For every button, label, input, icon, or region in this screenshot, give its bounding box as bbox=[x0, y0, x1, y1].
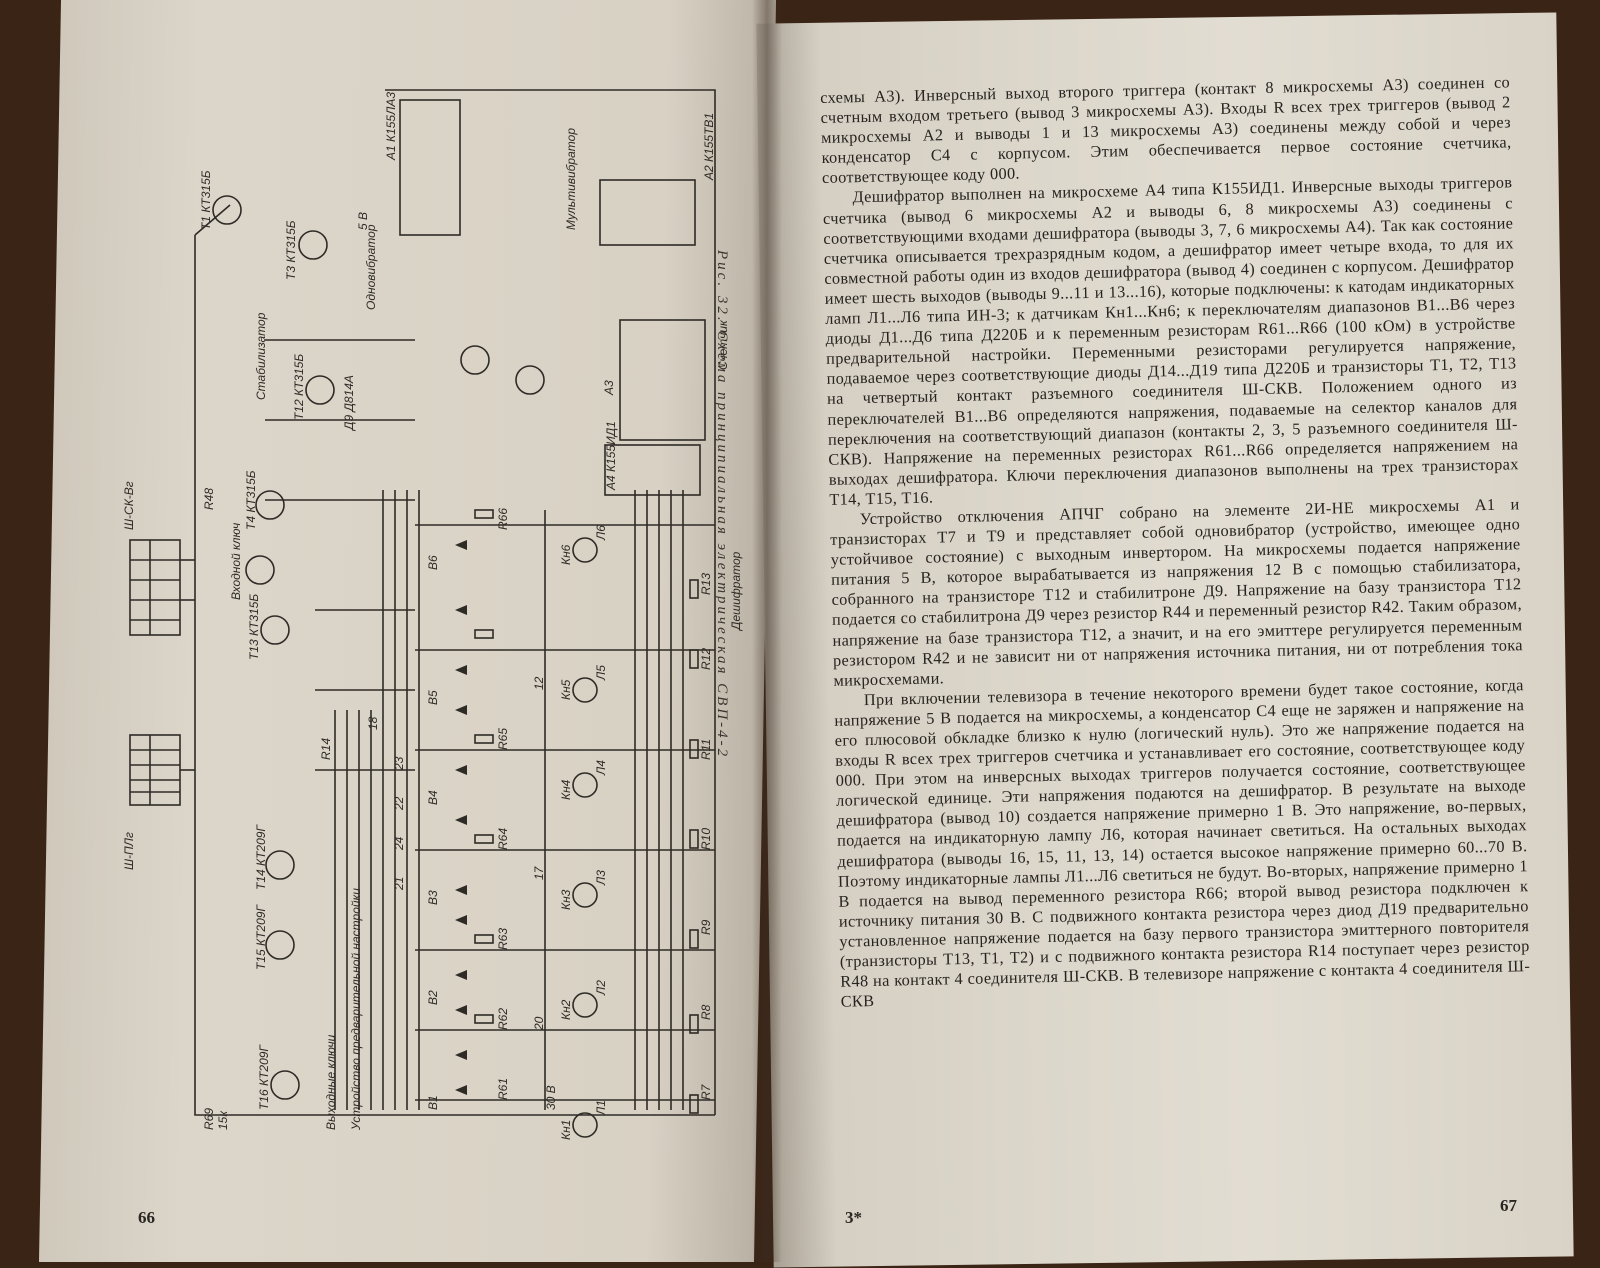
label-r69-value: 15к bbox=[216, 1110, 230, 1130]
label-r11: R11 bbox=[699, 739, 713, 760]
label-r7: R7 bbox=[699, 1083, 713, 1100]
label-l2: Л2 bbox=[594, 980, 608, 996]
book-gutter bbox=[752, 0, 782, 1262]
label-t16: Т16 КТ209Г bbox=[257, 1044, 271, 1110]
label-n21: 21 bbox=[392, 877, 406, 891]
label-r65: R65 bbox=[496, 728, 510, 750]
body-text: схемы А3). Инверсный выход второго тригг… bbox=[820, 72, 1535, 1187]
label-l4: Л4 bbox=[594, 760, 608, 776]
label-stabilizer: Стабилизатор bbox=[254, 312, 268, 400]
label-l5: Л5 bbox=[594, 665, 608, 681]
label-counter: Счетчик bbox=[716, 319, 730, 370]
label-r48: R48 bbox=[202, 488, 216, 510]
right-page-number: 67 bbox=[1500, 1196, 1517, 1215]
label-b3: В3 bbox=[426, 890, 440, 905]
label-r62: R62 bbox=[496, 1008, 510, 1030]
label-n12: 12 bbox=[532, 676, 546, 690]
label-d9: Д9 Д814А bbox=[342, 375, 356, 432]
schematic-svg: Ш-СК-Вг Ш-ПЛг Стабилизатор Входной ключ … bbox=[122, 89, 743, 1140]
label-b6: В6 bbox=[426, 555, 440, 570]
label-v30: 30 В bbox=[544, 1085, 558, 1110]
label-r66: R66 bbox=[496, 508, 510, 530]
label-t1: Т1 КТ315Б bbox=[199, 170, 213, 230]
label-l6: Л6 bbox=[594, 525, 608, 541]
label-n24: 24 bbox=[392, 836, 406, 851]
label-l1: Л1 bbox=[594, 1100, 608, 1116]
label-t3: Т3 КТ315Б bbox=[284, 220, 298, 280]
label-preset: Устройство предварительной настройки bbox=[349, 888, 363, 1131]
label-b1: В1 bbox=[426, 1095, 440, 1110]
label-b5: В5 bbox=[426, 690, 440, 705]
signature-mark: 3* bbox=[845, 1208, 862, 1227]
left-page-number: 66 bbox=[138, 1208, 155, 1227]
label-r12: R12 bbox=[699, 648, 713, 670]
label-t12: Т12 КТ315Б bbox=[292, 354, 306, 420]
label-r64: R64 bbox=[496, 828, 510, 850]
figure-caption: Рис. 32. Схема принципиальная электричес… bbox=[714, 250, 730, 760]
label-a4: А4 К155ИД1 bbox=[604, 421, 618, 491]
label-t14: Т14 КТ209Г bbox=[254, 824, 268, 890]
label-single-shot: Одновибратор bbox=[364, 224, 378, 310]
label-t15: Т15 КТ209Г bbox=[254, 904, 268, 970]
label-n18: 18 bbox=[366, 716, 380, 730]
label-r9: R9 bbox=[699, 919, 713, 935]
paragraph-3: Устройство отключения АПЧГ собрано на эл… bbox=[830, 494, 1524, 690]
label-a1: А1 К155ЛА3 bbox=[384, 92, 398, 161]
label-decoder: Дешифратор bbox=[729, 551, 743, 632]
paragraph-1: схемы А3). Инверсный выход второго тригг… bbox=[820, 72, 1512, 188]
label-kn3: Кн3 bbox=[559, 889, 573, 910]
label-r10: R10 bbox=[699, 828, 713, 850]
label-n22: 22 bbox=[392, 796, 406, 811]
label-t4: Т4 КТ315Б bbox=[244, 470, 258, 530]
label-a3: А3 bbox=[602, 380, 616, 396]
label-kn1: Кн1 bbox=[559, 1120, 573, 1140]
label-n17: 17 bbox=[532, 865, 546, 880]
label-v5: 5 В bbox=[356, 212, 370, 230]
label-b2: В2 bbox=[426, 990, 440, 1005]
label-l3: Л3 bbox=[594, 870, 608, 886]
label-conn-bottom: Ш-ПЛг bbox=[122, 832, 136, 870]
label-b4: В4 bbox=[426, 790, 440, 805]
label-a2: А2 К155ТВ1 bbox=[702, 113, 716, 181]
circuit-schematic: Ш-СК-Вг Ш-ПЛг Стабилизатор Входной ключ … bbox=[115, 70, 755, 1180]
label-kn2: Кн2 bbox=[559, 999, 573, 1020]
paragraph-4: При включении телевизора в течение некот… bbox=[834, 675, 1531, 1011]
label-n23: 23 bbox=[392, 756, 406, 771]
label-kn6: Кн6 bbox=[559, 544, 573, 565]
label-kn5: Кн5 bbox=[559, 679, 573, 700]
label-n20: 20 bbox=[532, 1016, 546, 1031]
label-input-key: Входной ключ bbox=[229, 523, 243, 600]
label-r8: R8 bbox=[699, 1004, 713, 1020]
label-r63: R63 bbox=[496, 928, 510, 950]
label-t13: Т13 КТ315Б bbox=[247, 594, 261, 660]
label-output-keys: Выходные ключи bbox=[324, 1034, 338, 1130]
label-r14: R14 bbox=[319, 738, 333, 760]
label-r13: R13 bbox=[699, 573, 713, 595]
label-kn4: Кн4 bbox=[559, 779, 573, 800]
label-r61: R61 bbox=[496, 1078, 510, 1100]
label-r69: R69 bbox=[202, 1108, 216, 1130]
paragraph-2: Дешифратор выполнен на микросхеме А4 тип… bbox=[822, 172, 1519, 509]
label-conn-top: Ш-СК-Вг bbox=[122, 481, 136, 530]
label-multivibrator: Мультивибратор bbox=[564, 128, 578, 230]
